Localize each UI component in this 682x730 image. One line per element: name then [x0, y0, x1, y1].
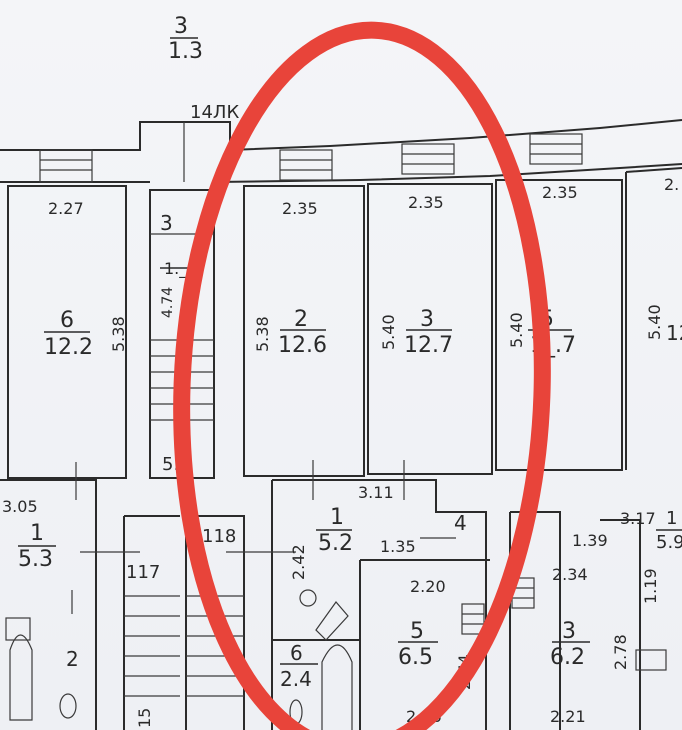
kitchen-width: 2.20 [410, 577, 446, 596]
room5-width: 2.35 [542, 183, 578, 202]
hall1-width: 3.11 [358, 483, 394, 502]
top-room-area: 1.3 [168, 39, 203, 64]
rightmost-width: 3.17 [620, 509, 656, 528]
right4-width: 1.39 [572, 531, 608, 550]
room2-area: 12.6 [278, 333, 327, 358]
small4-number: 4 [454, 511, 467, 535]
small4-width: 1.35 [380, 537, 416, 556]
room7-length: 5.40 [645, 304, 664, 340]
plumbing-fixtures [5, 577, 667, 730]
room3-number: 3 [420, 307, 434, 332]
right3-area: 6.2 [550, 645, 585, 670]
hall1-length: 2.42 [289, 544, 308, 580]
room3-area: 12.7 [404, 333, 453, 358]
top-room-number: 3 [174, 14, 188, 39]
kitchen-number: 5 [410, 619, 424, 644]
room2-number: 2 [294, 307, 308, 332]
bath-number: 6 [290, 641, 303, 665]
mark-2: 2 [66, 647, 79, 671]
room6-length: 5.38 [109, 316, 128, 352]
room2-width: 2.35 [282, 199, 318, 218]
rightmost-number: 1 [666, 508, 677, 529]
left1-width: 3.05 [2, 497, 38, 516]
red-highlight-ellipse [173, 21, 551, 730]
mark-118: 118 [202, 526, 236, 547]
room6-width: 2.27 [48, 199, 84, 218]
corridor-label: 14ЛК [190, 102, 239, 123]
stair-number: 3 [160, 211, 173, 235]
mark-15: 15 [135, 708, 154, 728]
room6-number: 6 [60, 308, 74, 333]
left1-number: 1 [30, 521, 44, 546]
room2-length: 5.38 [253, 316, 272, 352]
room6-area: 12.2 [44, 335, 93, 360]
room3-width: 2.35 [408, 193, 444, 212]
right3-number: 3 [562, 619, 576, 644]
hall1-number: 1 [330, 505, 344, 530]
room7-width: 2. [664, 175, 679, 194]
left1-area: 5.3 [18, 547, 53, 572]
right3-bottom: 2.21 [550, 707, 586, 726]
bath-area: 2.4 [280, 667, 312, 691]
room5-length: 5.40 [507, 312, 526, 348]
rightmost-area: 5.9 [656, 532, 682, 553]
right3-width: 2.34 [552, 565, 588, 584]
room-labels: 3 1.3 14ЛК 2.27 6 12.2 5.38 2.35 2 12.6 … [2, 14, 682, 728]
fraction-bars [18, 37, 682, 665]
stair-length: 4.74 [160, 287, 176, 318]
window-marks [39, 122, 583, 183]
room-walls [0, 167, 682, 730]
room7-area: 12 [666, 321, 682, 345]
kitchen-area: 6.5 [398, 645, 433, 670]
dimension-lines [71, 460, 456, 614]
outer-wall-top [0, 119, 682, 152]
mark-117: 117 [126, 562, 160, 583]
hall1-area: 5.2 [318, 531, 353, 556]
rightmost-length: 1.19 [641, 568, 660, 604]
room3-length: 5.40 [379, 314, 398, 350]
right3-length: 2.78 [611, 634, 630, 670]
